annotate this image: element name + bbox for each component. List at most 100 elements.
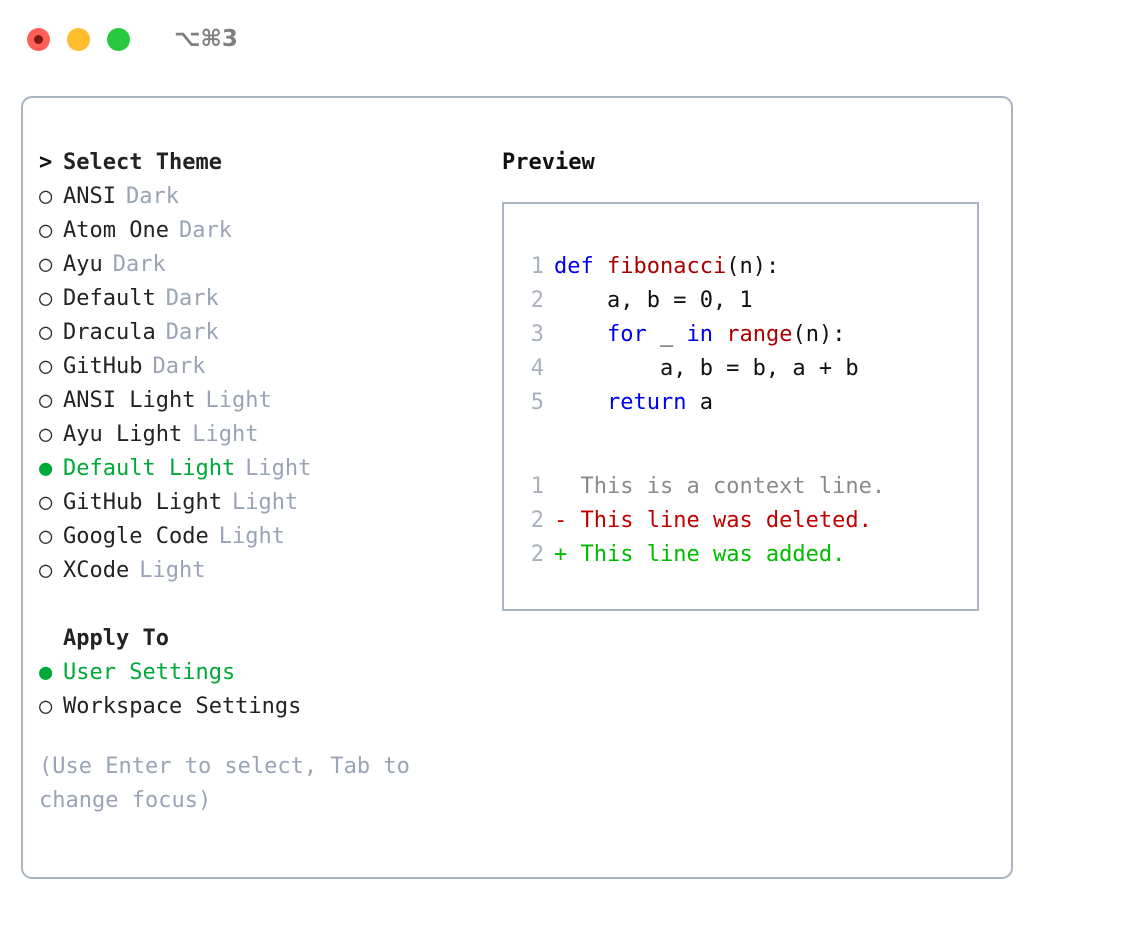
minimize-window-button[interactable] (67, 27, 90, 51)
theme-list-item[interactable]: ○ GitHub Dark (39, 350, 499, 384)
theme-list-item[interactable]: ○ ANSI Dark (39, 180, 499, 214)
theme-name: XCode (63, 558, 130, 583)
theme-list-item[interactable]: ○ Atom One Dark (39, 214, 499, 248)
theme-list-item[interactable]: ○ ANSI Light Light (39, 384, 499, 418)
theme-list-item[interactable]: ○ Ayu Light Light (39, 418, 499, 452)
theme-name: Ayu Light (63, 422, 183, 447)
traffic-light-group (27, 27, 130, 51)
diff-line-context: 1 This is a context line. (518, 470, 885, 504)
preview-box: 1 def fibonacci(n): 2 a, b = 0, 1 3 for … (502, 202, 979, 611)
theme-list-item[interactable]: ○ Ayu Dark (39, 248, 499, 282)
theme-name: Default (63, 286, 156, 311)
code-token-function: range (726, 322, 793, 347)
theme-name: Google Code (63, 524, 209, 549)
theme-name: ANSI Light (63, 388, 196, 413)
line-number: 5 (530, 390, 544, 415)
diff-text: This line was deleted. (580, 508, 872, 533)
theme-variant-badge: Dark (165, 286, 219, 311)
theme-name: Dracula (63, 320, 156, 345)
theme-name: ANSI (63, 184, 116, 209)
theme-variant-badge: Dark (125, 184, 179, 209)
theme-name: GitHub (63, 354, 143, 379)
code-line: 1 def fibonacci(n): (518, 250, 885, 284)
theme-name: GitHub Light (63, 490, 222, 515)
radio-unselected-icon[interactable]: ○ (39, 252, 53, 277)
apply-to-header: · Apply To (39, 622, 499, 656)
code-token-plain: a, b = 0, 1 (554, 288, 753, 313)
code-token-keyword: in (686, 322, 713, 347)
radio-unselected-icon[interactable]: ○ (39, 184, 53, 209)
theme-list-item[interactable]: ○ Google Code Light (39, 520, 499, 554)
line-number: 4 (530, 356, 544, 381)
diff-line-added: 2 + This line was added. (518, 538, 885, 572)
maximize-window-button[interactable] (107, 27, 130, 51)
code-token-plain (713, 318, 726, 352)
apply-to-option-label: Workspace Settings (63, 694, 302, 719)
radio-unselected-icon[interactable]: ○ (39, 558, 53, 583)
code-token-plain (554, 386, 607, 420)
radio-unselected-icon[interactable]: ○ (39, 422, 53, 447)
theme-name: Default Light (63, 456, 236, 481)
close-window-button[interactable] (27, 27, 50, 51)
radio-selected-icon[interactable]: ● (39, 660, 53, 685)
apply-to-option-selected[interactable]: ● User Settings (39, 656, 499, 690)
theme-picker-panel: > Select Theme ○ ANSI Dark ○ Atom One Da… (21, 96, 1013, 879)
radio-unselected-icon[interactable]: ○ (39, 490, 53, 515)
diff-text: This is a context line. (580, 474, 886, 499)
radio-unselected-icon[interactable]: ○ (39, 218, 53, 243)
theme-name: Atom One (63, 218, 169, 243)
theme-variant-badge: Light (139, 558, 206, 583)
theme-variant-badge: Dark (165, 320, 219, 345)
apply-to-marker-placeholder: · (39, 622, 63, 656)
code-token-plain: _ (646, 322, 687, 347)
radio-unselected-icon[interactable]: ○ (39, 388, 53, 413)
close-icon (34, 34, 43, 44)
code-token-plain: a, b = b, a + b (554, 356, 859, 381)
code-token-plain: a (686, 390, 713, 415)
diff-text: This line was added. (580, 542, 846, 567)
line-number: 1 (530, 474, 544, 499)
apply-to-option[interactable]: ○ Workspace Settings (39, 690, 499, 724)
theme-list-column: > Select Theme ○ ANSI Dark ○ Atom One Da… (39, 146, 499, 818)
code-line: 3 for _ in range(n): (518, 318, 885, 352)
list-section-spacer (39, 588, 499, 622)
radio-unselected-icon[interactable]: ○ (39, 694, 53, 719)
radio-unselected-icon[interactable]: ○ (39, 286, 53, 311)
code-token-keyword: def (554, 254, 607, 279)
code-token-plain (554, 318, 607, 352)
code-preview-area: 1 def fibonacci(n): 2 a, b = 0, 1 3 for … (518, 250, 885, 572)
line-number: 2 (530, 288, 544, 313)
code-blank-line (518, 454, 885, 470)
title-bar: ⌥⌘3 (0, 0, 1140, 78)
radio-selected-icon[interactable]: ● (39, 456, 53, 481)
preview-column: Preview 1 def fibonacci(n): 2 a, b = 0, … (502, 146, 997, 611)
theme-list-item[interactable]: ○ GitHub Light Light (39, 486, 499, 520)
radio-unselected-icon[interactable]: ○ (39, 524, 53, 549)
select-theme-title: Select Theme (63, 150, 222, 175)
code-token-keyword: return (606, 390, 687, 415)
theme-variant-badge: Light (205, 388, 272, 413)
keyboard-hint-text: (Use Enter to select, Tab to change focu… (39, 754, 424, 813)
theme-list-item[interactable]: ○ XCode Light (39, 554, 499, 588)
code-token-plain: (n): (726, 254, 780, 279)
theme-list-item[interactable]: ○ Dracula Dark (39, 316, 499, 350)
apply-to-title: Apply To (63, 626, 169, 651)
theme-variant-badge: Dark (112, 252, 166, 277)
code-token-keyword: for (606, 322, 647, 347)
code-blank-line (518, 420, 885, 454)
theme-list-item-selected[interactable]: ● Default Light Light (39, 452, 499, 486)
theme-variant-badge: Dark (178, 218, 232, 243)
theme-variant-badge: Light (192, 422, 259, 447)
line-number: 2 (530, 508, 544, 533)
preview-title: Preview (502, 150, 595, 175)
theme-variant-badge: Light (231, 490, 299, 515)
prompt-caret-icon: > (39, 150, 53, 175)
code-token-plain: (n): (792, 322, 846, 347)
radio-unselected-icon[interactable]: ○ (39, 320, 53, 345)
apply-to-option-label: User Settings (63, 660, 236, 685)
code-token-function: fibonacci (606, 254, 727, 279)
theme-list-item[interactable]: ○ Default Dark (39, 282, 499, 316)
keyboard-shortcut-label: ⌥⌘3 (174, 26, 238, 52)
radio-unselected-icon[interactable]: ○ (39, 354, 53, 379)
